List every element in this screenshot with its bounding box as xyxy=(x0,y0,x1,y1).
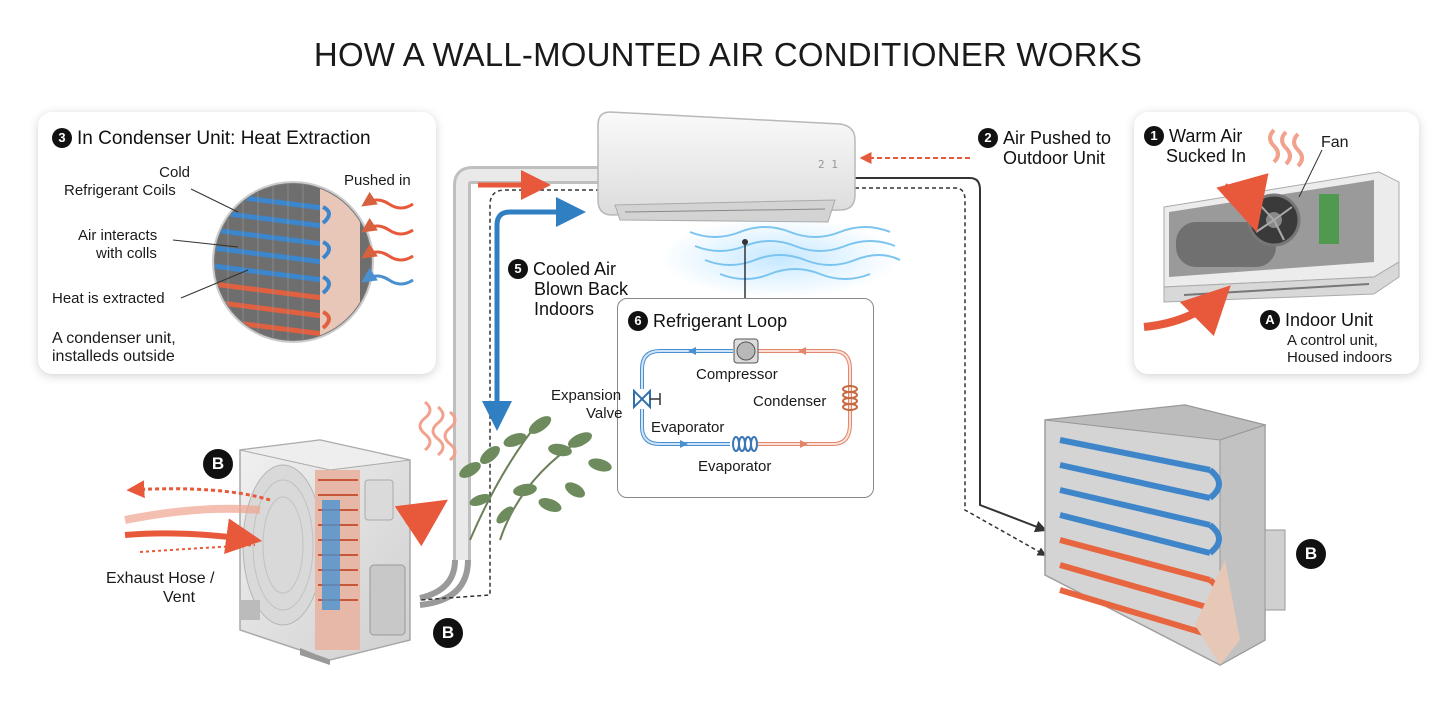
warm-air-line1: Warm Air xyxy=(1169,126,1243,146)
air-pushed-line2: Outdoor Unit xyxy=(1003,148,1106,169)
dashed-line-right xyxy=(855,187,1047,556)
warm-air-line2: Sucked In xyxy=(1166,146,1247,167)
cooled-air-line1: Cooled Air xyxy=(533,259,617,279)
evaporator-bottom-label: Evaporator xyxy=(698,458,772,475)
expansion-valve-label-1: Expansion xyxy=(551,387,622,404)
label-heat-extracted: Heat is extracted xyxy=(52,290,165,307)
fan-label: Fan xyxy=(1321,134,1349,151)
refrigerant-loop-diagram xyxy=(633,338,858,452)
indoor-unit-title-text: Indoor Unit xyxy=(1285,310,1374,330)
air-pushed-line1: Air Pushed to xyxy=(1003,128,1112,148)
evaporator-left-label: Evaporator xyxy=(651,419,725,436)
badge-b-outdoor-top: B xyxy=(203,449,233,479)
condenser-coil-illustration xyxy=(172,181,414,343)
step-number-6: 6 xyxy=(628,311,648,331)
refrigerant-pipe xyxy=(419,166,605,608)
exhaust-arrows xyxy=(124,400,457,555)
plant-decoration xyxy=(459,416,612,541)
step-number-1: 1 xyxy=(1144,126,1164,146)
outdoor-condenser-unit xyxy=(239,439,411,665)
cooled-air-line2: Blown Back xyxy=(534,279,629,300)
condenser-caption-1: A condenser unit, xyxy=(52,330,176,347)
compressor-label: Compressor xyxy=(696,366,778,383)
coil-unit xyxy=(1044,404,1286,666)
indoor-unit-sub-2: Housed indoors xyxy=(1287,349,1393,366)
expansion-valve-label-2: Valve xyxy=(586,405,623,422)
cooled-air-line3: Indoors xyxy=(534,299,595,320)
cool-flow-arrow xyxy=(494,197,586,425)
exhaust-label-2: Vent xyxy=(163,589,196,606)
condenser-heading-text: In Condenser Unit: Heat Extraction xyxy=(77,128,371,149)
cool-air-waves xyxy=(660,218,901,298)
label-air-interacts-1: Air interacts xyxy=(78,227,158,244)
unit-letter-a: A xyxy=(1260,310,1280,330)
condenser-label: Condenser xyxy=(753,393,827,410)
step-number-2: 2 xyxy=(978,128,998,148)
badge-b-outdoor-bottom: B xyxy=(433,618,463,648)
indoor-unit-illustration xyxy=(1143,128,1400,337)
step-number-5: 5 xyxy=(508,259,528,279)
step-number-3: 3 xyxy=(52,128,72,148)
label-air-interacts-2: with colls xyxy=(96,245,157,262)
dashed-line-left xyxy=(419,189,600,601)
svg-text:2 1: 2 1 xyxy=(818,158,838,171)
indoor-unit-sub-1: A control unit, xyxy=(1287,332,1378,349)
exhaust-label-1: Exhaust Hose / xyxy=(106,570,215,587)
label-refrigerant-coils: Refrigerant Coils xyxy=(64,182,176,199)
indoor-wall-unit: 2 1 xyxy=(597,111,856,223)
solid-line-right xyxy=(855,177,1048,533)
label-cold-coils: Cold xyxy=(159,164,190,181)
badge-b-coil-unit: B xyxy=(1296,539,1326,569)
loop-heading-text: Refrigerant Loop xyxy=(653,311,788,331)
page-title: HOW A WALL-MOUNTED AIR CONDITIONER WORKS xyxy=(313,36,1143,73)
label-pushed-in: Pushed in xyxy=(344,172,411,189)
condenser-caption-2: installeds outside xyxy=(52,348,175,365)
